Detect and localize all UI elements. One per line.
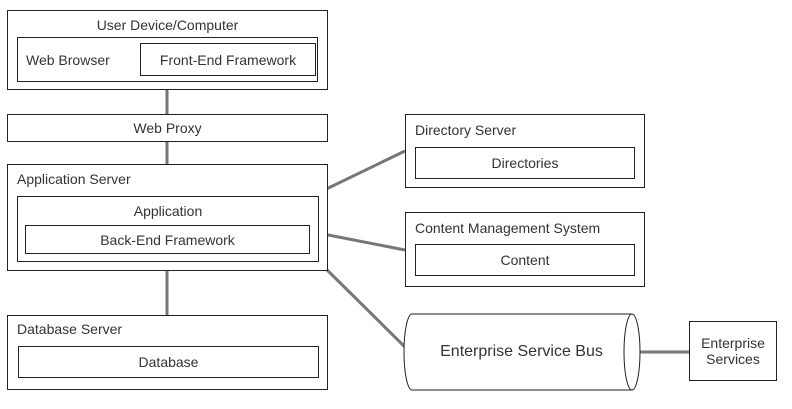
- web-browser-label: Web Browser: [26, 52, 110, 68]
- connector-application-to-directory: [317, 149, 406, 195]
- web-proxy-box: Web Proxy: [7, 114, 328, 142]
- application-server-title: Application Server: [17, 171, 131, 187]
- enterprise-services-line1: Enterprise: [701, 335, 765, 351]
- back-end-framework-box: Back-End Framework: [25, 225, 310, 254]
- directory-server-box: Directory Server Directories: [405, 114, 645, 188]
- directories-box: Directories: [415, 147, 635, 179]
- directory-server-title: Directory Server: [415, 122, 517, 138]
- service-bus-cylinder: [403, 313, 641, 391]
- database-server-box: Database Server Database: [7, 315, 328, 390]
- front-end-framework-box: Front-End Framework: [140, 43, 316, 76]
- web-browser-box: Web Browser Front-End Framework: [17, 37, 318, 82]
- content-box: Content: [415, 244, 635, 276]
- enterprise-service-bus-label: Enterprise Service Bus: [440, 343, 603, 360]
- enterprise-services-box: Enterprise Services: [689, 321, 777, 381]
- enterprise-services-line2: Services: [706, 351, 760, 367]
- user-device-box: User Device/Computer Web Browser Front-E…: [7, 10, 328, 90]
- connector-application-to-cms: [317, 231, 406, 252]
- user-device-title: User Device/Computer: [96, 17, 239, 33]
- connector-application-to-bus: [316, 259, 410, 352]
- application-label: Application: [133, 203, 203, 219]
- application-box: Application Back-End Framework: [17, 196, 319, 262]
- database-box: Database: [18, 346, 319, 378]
- database-server-title: Database Server: [17, 321, 123, 337]
- content-management-system-box: Content Management System Content: [405, 212, 645, 287]
- application-server-box: Application Server Application Back-End …: [7, 164, 328, 271]
- cms-title: Content Management System: [415, 220, 601, 236]
